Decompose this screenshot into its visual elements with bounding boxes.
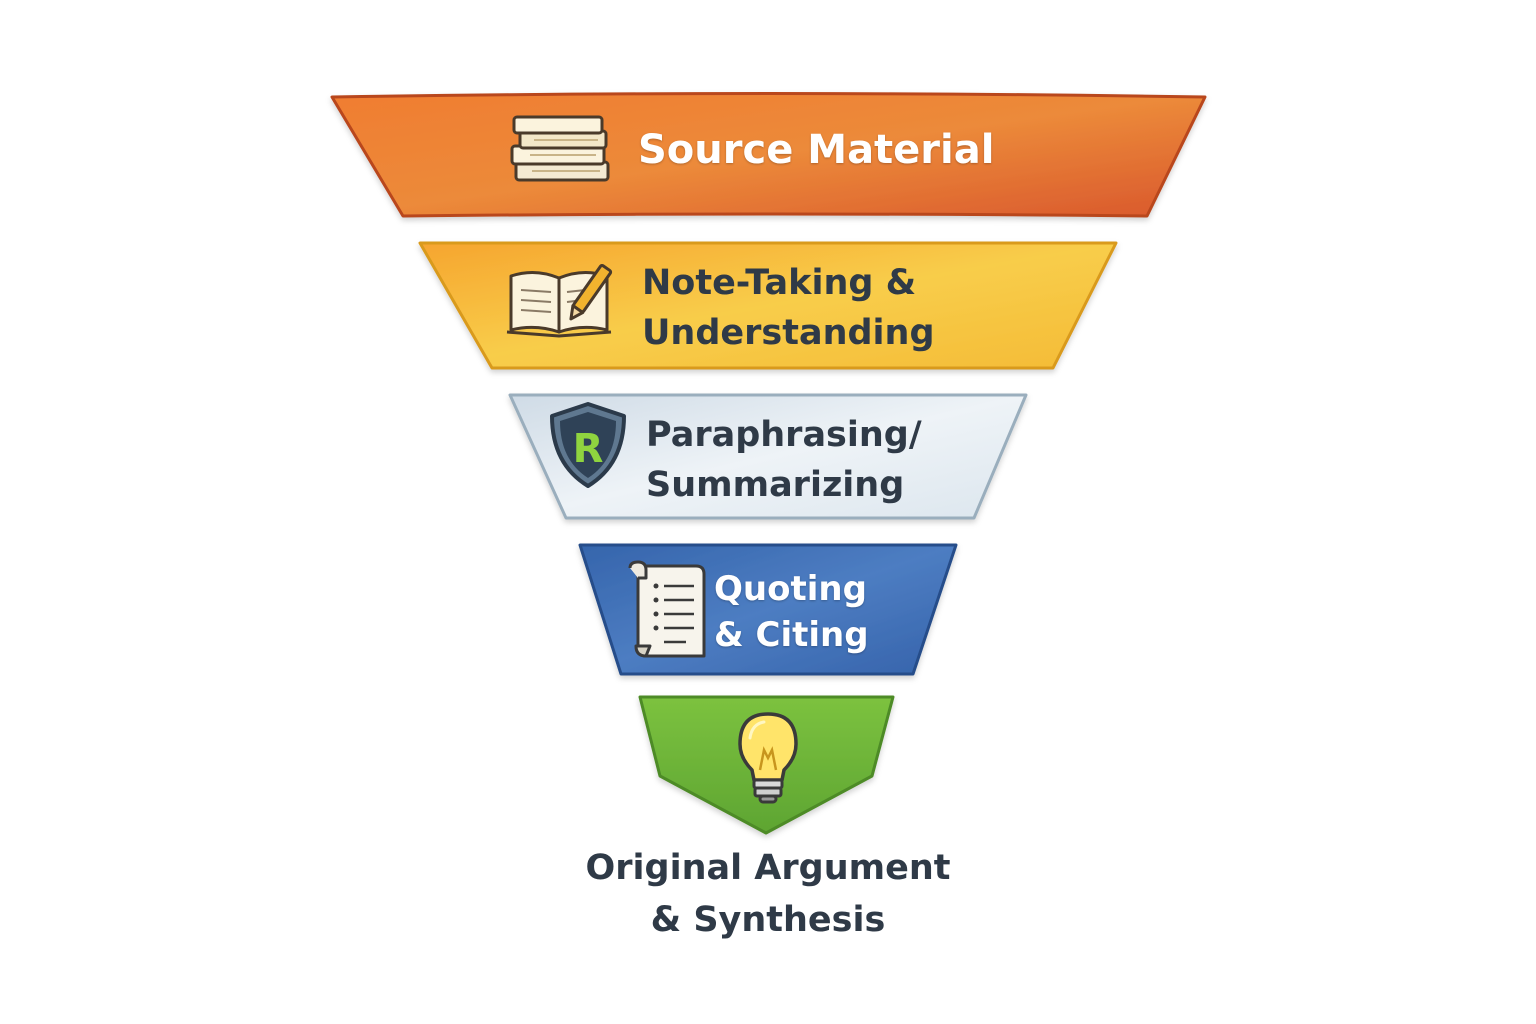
stage-label-line: Understanding <box>642 313 935 353</box>
stage-label-line: Quoting <box>714 569 867 609</box>
stage-label-source-material: Source Material <box>638 126 994 174</box>
stage-label-note-taking: Note-Taking & Understanding <box>642 258 935 358</box>
open-book-pencil-icon <box>506 263 613 338</box>
stage-label-paraphrasing: Paraphrasing/ Summarizing <box>646 410 922 510</box>
funnel-band-paraphrasing <box>508 393 1028 520</box>
result-label: Original Argument & Synthesis <box>568 842 968 946</box>
stage-label-line: Summarizing <box>646 465 905 505</box>
stage-label-line: Source Material <box>638 127 995 173</box>
scroll-document-icon <box>628 560 706 658</box>
result-label-line: Original Argument <box>585 848 951 888</box>
svg-text:R: R <box>573 426 604 472</box>
light-bulb-icon <box>738 712 798 804</box>
stage-label-line: & Citing <box>714 615 869 655</box>
shield-r-icon: R <box>550 402 626 488</box>
stage-label-quoting: Quoting & Citing <box>714 566 869 658</box>
stage-label-line: Paraphrasing/ <box>646 415 922 455</box>
books-stack-icon <box>510 115 610 182</box>
result-label-line: & Synthesis <box>650 900 886 940</box>
stage-label-line: Note-Taking & <box>642 263 917 303</box>
